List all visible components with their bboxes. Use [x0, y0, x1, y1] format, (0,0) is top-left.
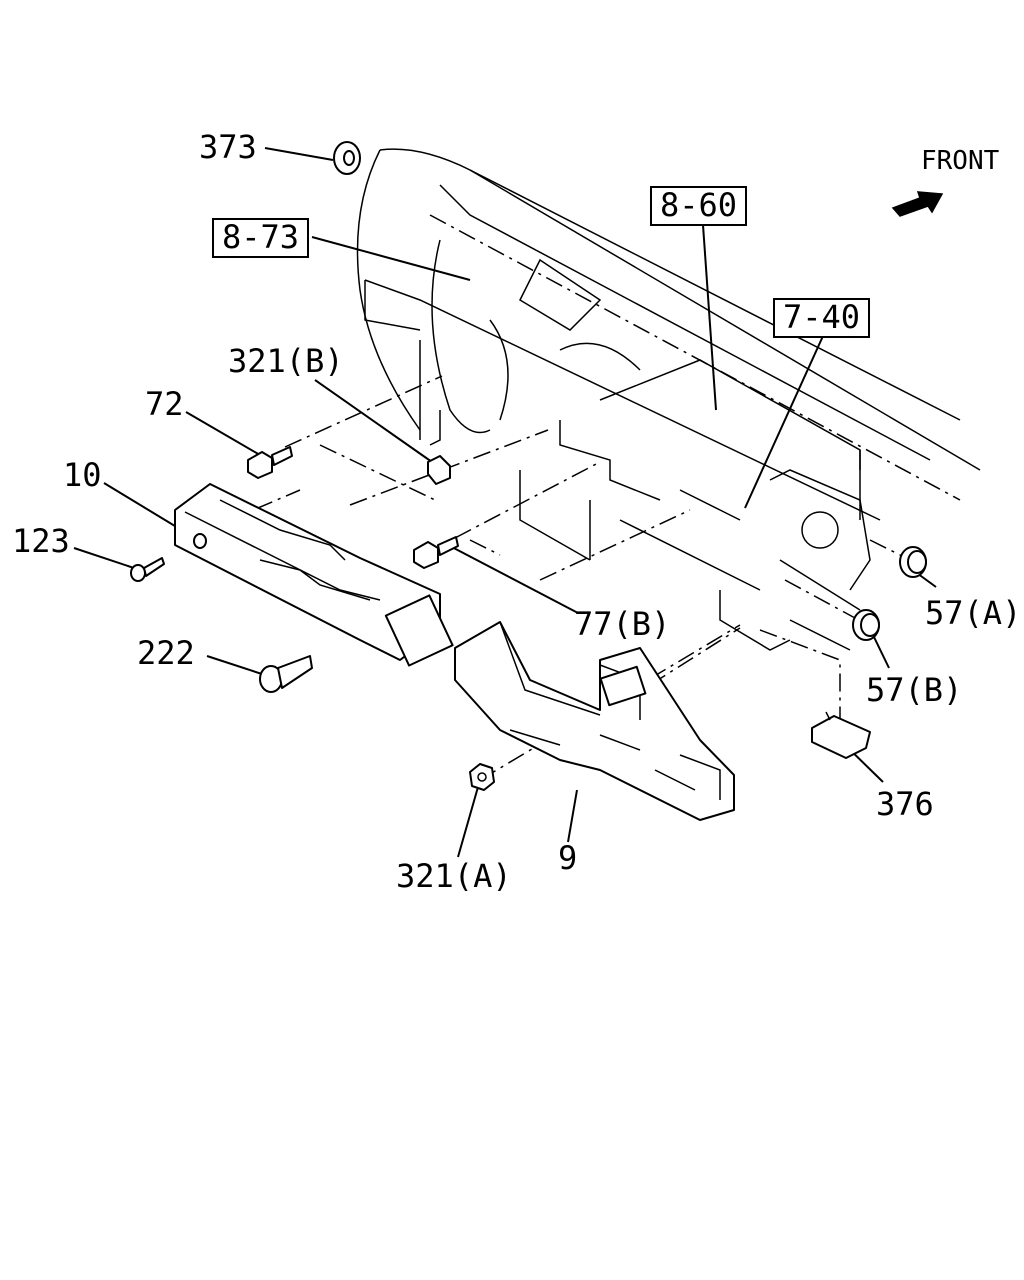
callout-9: 9	[558, 839, 578, 877]
part-373-washer	[333, 141, 361, 175]
callout-222: 222	[137, 634, 195, 672]
callout-77b: 77(B)	[574, 605, 671, 643]
callout-321b: 321(B)	[228, 342, 344, 380]
callout-8-73: 8-73	[212, 218, 310, 258]
part-72-bolt	[247, 446, 293, 479]
leader-lines	[73, 147, 937, 858]
part-321b-clip	[427, 455, 451, 485]
part-376-cap	[811, 711, 871, 759]
part-123-screw	[130, 557, 165, 582]
callout-72: 72	[145, 385, 184, 423]
callout-373: 373	[199, 128, 257, 166]
callout-376: 376	[876, 785, 934, 823]
part-57b-grommet	[852, 609, 880, 641]
callout-8-60: 8-60	[650, 186, 748, 226]
part-57a-grommet	[899, 546, 927, 578]
callout-321a: 321(A)	[396, 857, 512, 895]
front-arrow-icon	[891, 191, 944, 217]
instrument-panel	[356, 148, 981, 651]
part-9-duct	[454, 621, 735, 821]
part-222-clip	[259, 655, 313, 693]
part-77b-bolt	[413, 536, 459, 569]
callout-57a: 57(A)	[925, 594, 1022, 632]
callout-123: 123	[12, 522, 70, 560]
callout-10: 10	[63, 456, 102, 494]
callout-57b: 57(B)	[866, 671, 963, 709]
callout-7-40: 7-40	[773, 298, 871, 338]
part-321a-nut	[469, 763, 495, 791]
part-10-duct	[174, 483, 454, 667]
front-label: FRONT	[921, 146, 1000, 176]
